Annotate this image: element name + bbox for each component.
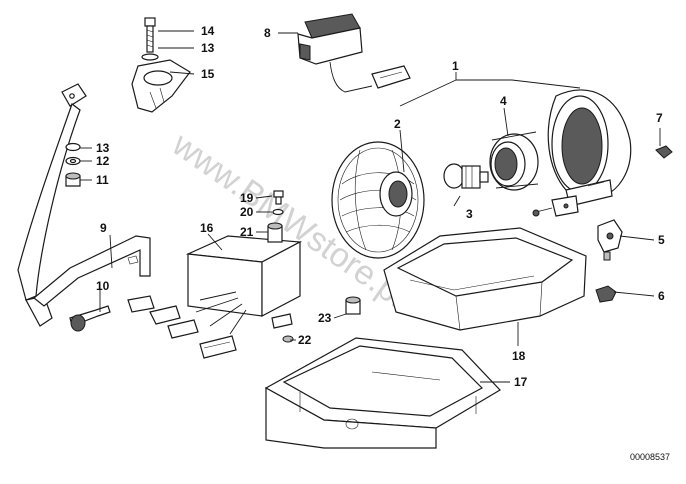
callout-2: 2 — [394, 117, 401, 131]
leader-lines — [80, 30, 661, 383]
callout-14: 14 — [201, 24, 215, 38]
part-case-17 — [264, 337, 501, 449]
part-screw-clip — [532, 195, 579, 217]
callout-4: 4 — [500, 94, 507, 108]
callout-19: 19 — [240, 191, 254, 205]
callout-23: 23 — [318, 311, 332, 325]
callout-8: 8 — [264, 26, 271, 40]
callout-21: 21 — [240, 225, 254, 239]
callout-9: 9 — [100, 221, 107, 235]
callout-12: 12 — [96, 154, 110, 168]
callout-22: 22 — [298, 333, 312, 347]
callout-11: 11 — [96, 173, 109, 187]
reference-code: 00008537 — [630, 452, 670, 462]
callout-7: 7 — [656, 111, 663, 125]
part-terminal-5 — [597, 219, 623, 261]
callout-3: 3 — [466, 207, 473, 221]
callout-18: 18 — [512, 349, 526, 363]
part-bolt-10 — [69, 305, 111, 332]
part-cap-22 — [282, 335, 294, 343]
part-headlight-2 — [331, 141, 425, 259]
callout-16: 16 — [200, 221, 214, 235]
part-control-unit-16 — [127, 222, 303, 359]
callout-20: 20 — [240, 205, 254, 219]
part-bracket-15 — [131, 17, 191, 113]
callout-1: 1 — [452, 59, 459, 73]
part-nut-7 — [655, 145, 673, 159]
callout-5: 5 — [658, 233, 665, 247]
part-washers-nut — [65, 142, 81, 187]
callout-13-side: 13 — [96, 141, 110, 155]
part-screw-washer-spacer — [272, 190, 284, 216]
part-bulb-3 — [443, 163, 489, 189]
callout-6: 6 — [658, 289, 665, 303]
part-support-9 — [17, 83, 151, 327]
callout-17: 17 — [514, 375, 528, 389]
callout-10: 10 — [96, 279, 110, 293]
part-switch-8 — [297, 13, 411, 93]
part-housing-1 — [547, 89, 632, 207]
callout-labels: 14 13 15 13 12 11 9 10 8 1 2 4 3 7 5 6 1… — [96, 24, 665, 389]
callout-15: 15 — [201, 67, 215, 81]
part-plug-23 — [345, 296, 361, 315]
callout-13-top: 13 — [201, 41, 215, 55]
part-socket-4 — [489, 131, 539, 191]
part-tray-18 — [383, 227, 587, 331]
part-nut-6 — [595, 285, 617, 303]
